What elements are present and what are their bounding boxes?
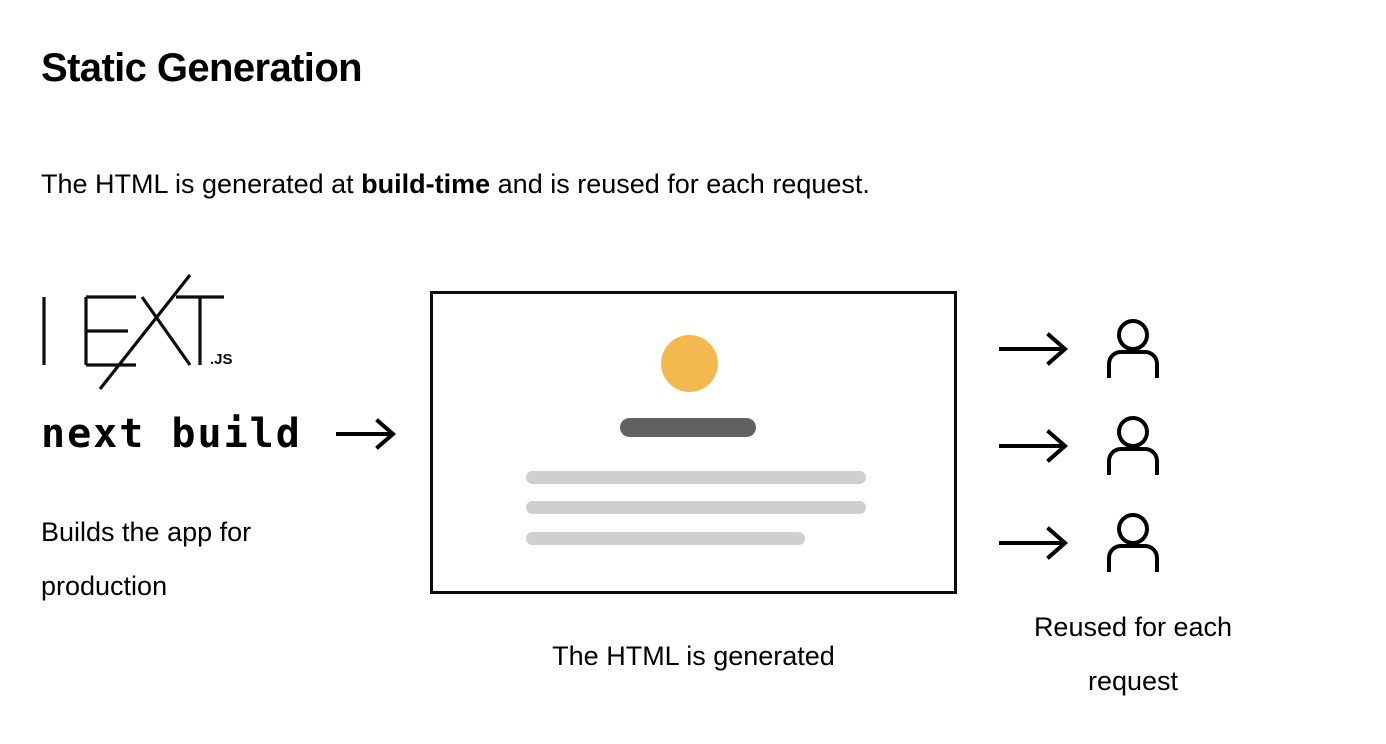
- mockup-hero-circle-icon: [661, 335, 718, 392]
- build-caption: Builds the app for production: [41, 517, 252, 601]
- person-icon: [1107, 415, 1159, 475]
- request-row: [999, 397, 1189, 494]
- mockup-caption: The HTML is generated: [552, 641, 835, 671]
- request-rows: [999, 300, 1189, 591]
- nextjs-logo-suffix: .JS: [210, 351, 233, 368]
- request-row: [999, 494, 1189, 591]
- subtitle-emphasis-build-time: build-time: [361, 169, 491, 199]
- page-title: Static Generation: [41, 46, 363, 90]
- mockup-text-placeholder-line: [526, 501, 866, 514]
- mockup-text-placeholder-line: [526, 471, 866, 484]
- build-command-text: next build: [41, 411, 302, 457]
- mockup-text-placeholder-line: [526, 532, 805, 545]
- subtitle-text-before: The HTML is generated at: [41, 169, 362, 199]
- arrow-right-icon: [999, 525, 1069, 560]
- arrow-right-icon: [999, 428, 1069, 463]
- nextjs-logo: .JS: [38, 272, 243, 392]
- reuse-caption: Reused for each request: [1033, 612, 1233, 696]
- generated-page-mockup: [430, 291, 957, 594]
- person-icon: [1107, 512, 1159, 572]
- page-subtitle: The HTML is generated at build-time and …: [41, 168, 870, 200]
- build-command-row: next build: [41, 404, 398, 464]
- person-icon: [1107, 318, 1159, 378]
- subtitle-text-after: and is reused for each request.: [490, 169, 870, 199]
- mockup-title-placeholder-bar: [620, 418, 756, 437]
- arrow-right-icon: [335, 418, 396, 450]
- arrow-right-icon: [999, 331, 1069, 366]
- request-row: [999, 300, 1189, 397]
